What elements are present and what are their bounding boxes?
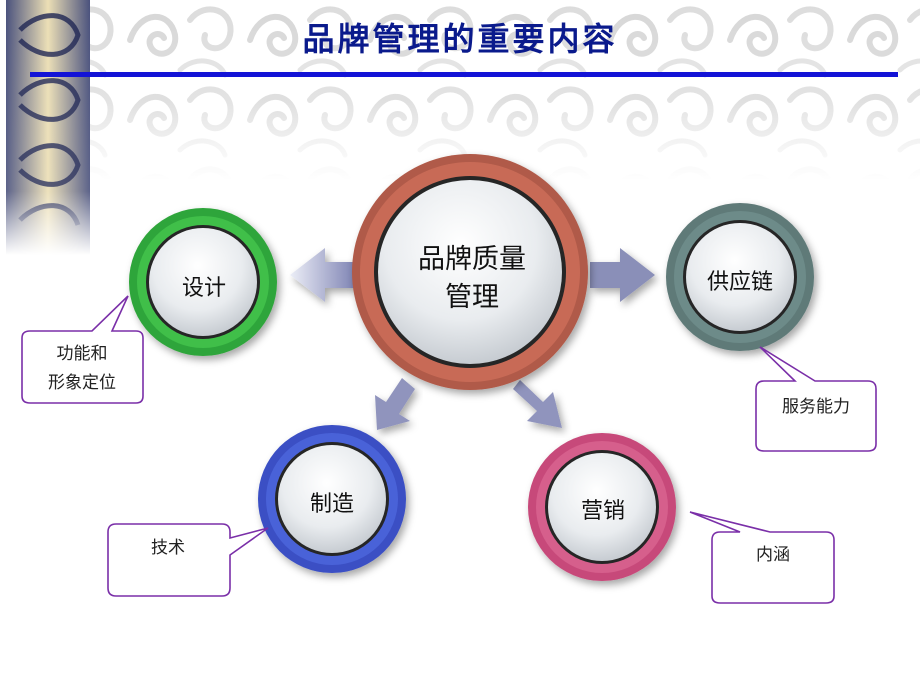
node-marketing bbox=[528, 433, 676, 581]
callout-marketing-text: 内涵 bbox=[756, 545, 790, 565]
node-label-manufacture: 制造 bbox=[310, 492, 354, 517]
arrow-to-design bbox=[290, 248, 355, 302]
node-label-supply: 供应链 bbox=[707, 270, 773, 295]
center-label-line2: 管理 bbox=[445, 282, 499, 313]
slide-title: 品牌管理的重要内容 bbox=[302, 20, 618, 58]
callout-marketing bbox=[689, 511, 835, 604]
node-label-design: 设计 bbox=[182, 276, 226, 301]
node-supply bbox=[666, 203, 814, 351]
callout-supply bbox=[755, 346, 877, 452]
callout-design bbox=[21, 295, 144, 404]
callout-design-line1: 功能和 bbox=[57, 344, 108, 364]
center-node bbox=[352, 154, 588, 390]
title-underline bbox=[30, 72, 898, 77]
callout-design-line2: 形象定位 bbox=[48, 373, 116, 393]
node-design bbox=[129, 208, 277, 356]
arrow-to-supply bbox=[590, 248, 655, 302]
arrow-to-manufacture bbox=[375, 378, 415, 430]
callout-manufacture-text: 技术 bbox=[151, 538, 185, 558]
background-ornament bbox=[6, 0, 920, 255]
node-manufacture bbox=[258, 425, 406, 573]
center-label-line1: 品牌质量 bbox=[418, 244, 526, 275]
node-label-marketing: 营销 bbox=[581, 499, 625, 524]
callout-supply-text: 服务能力 bbox=[782, 397, 850, 417]
callout-manufacture bbox=[107, 523, 269, 597]
connector-arrows bbox=[290, 248, 655, 430]
arrow-to-marketing bbox=[513, 380, 562, 428]
